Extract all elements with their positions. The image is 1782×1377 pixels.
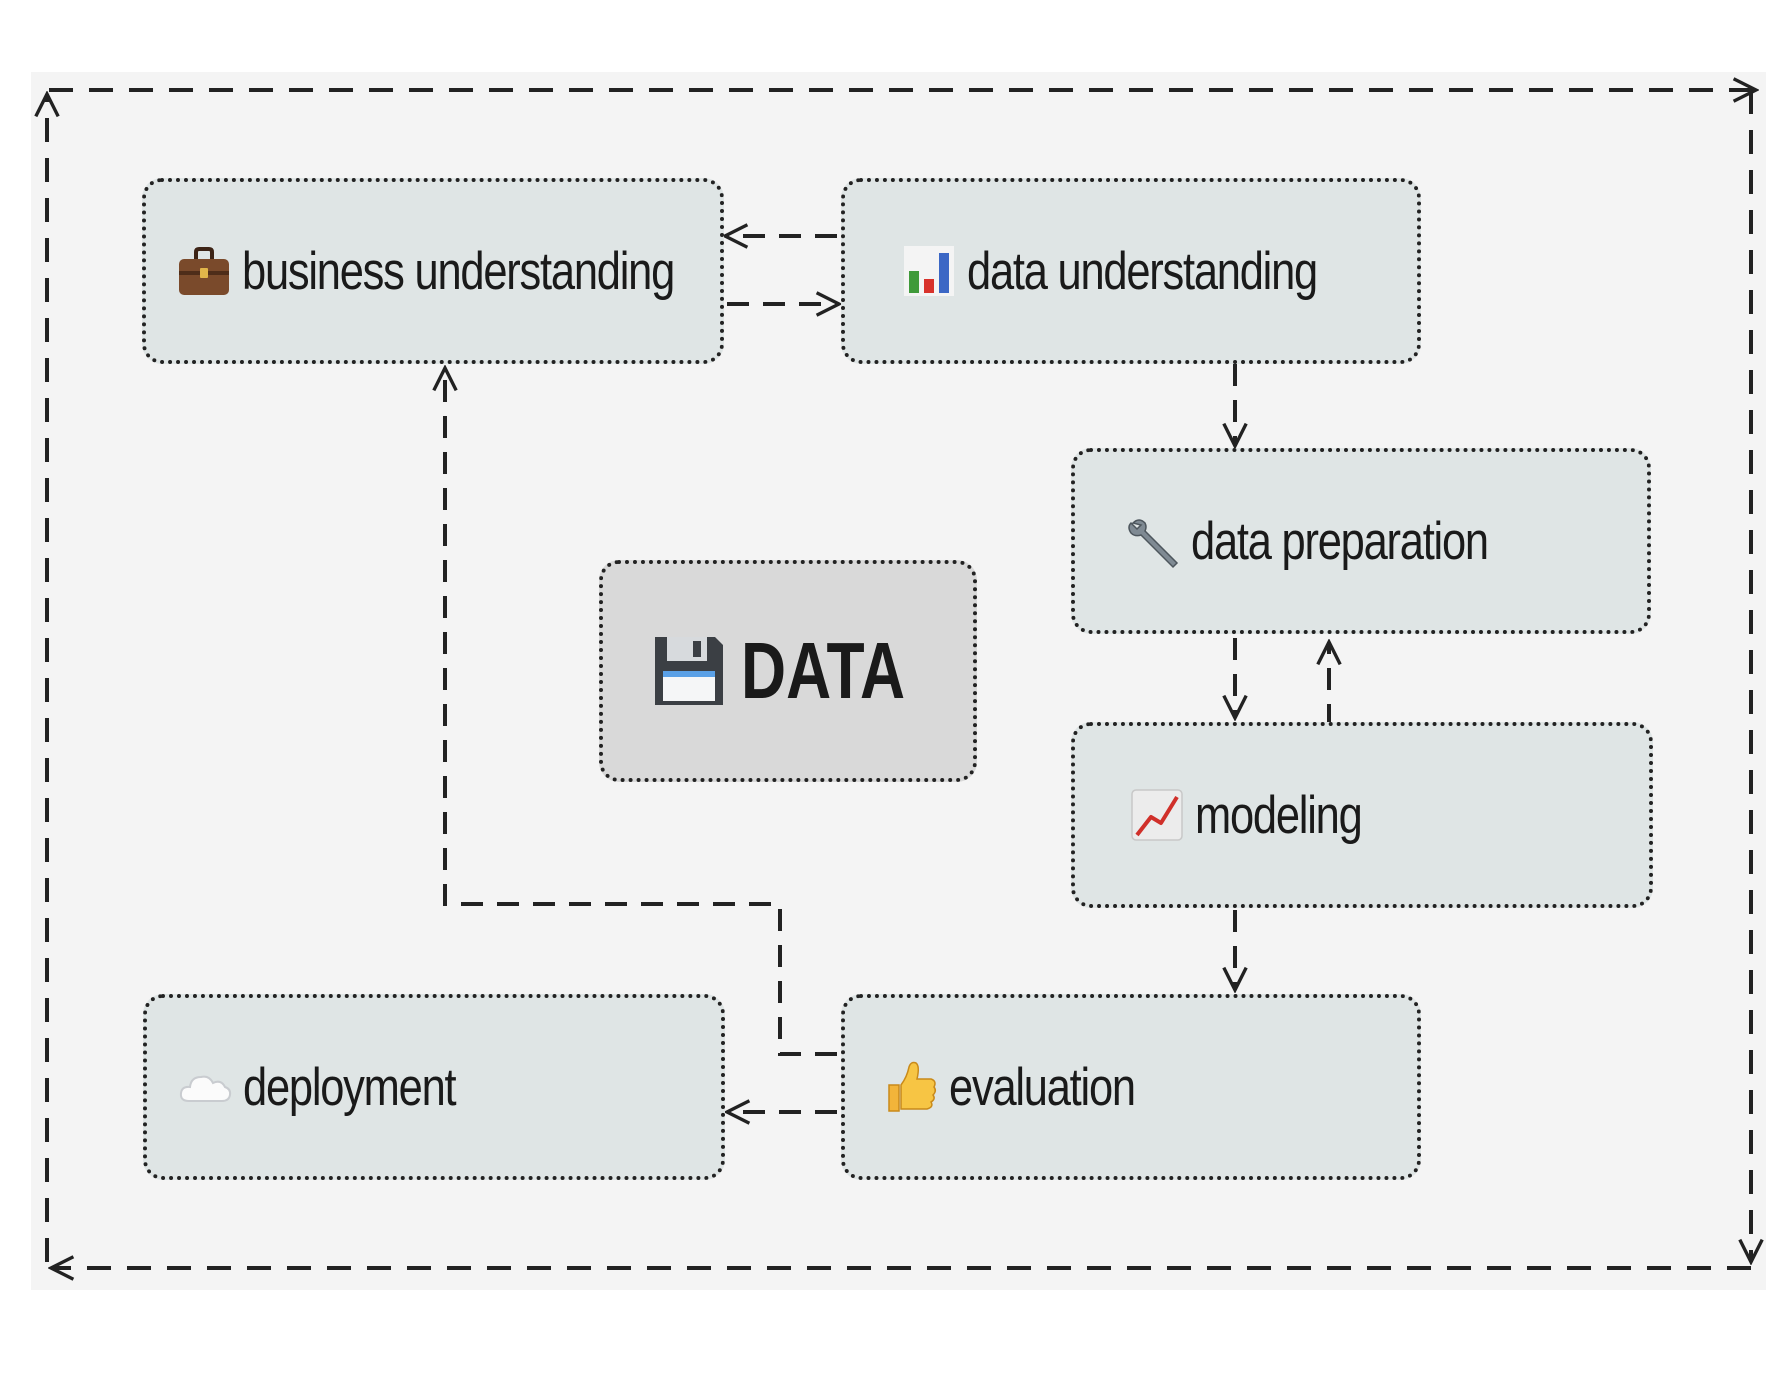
node-deployment[interactable]: deployment	[143, 994, 725, 1180]
node-label: deployment	[243, 1057, 457, 1117]
node-label: business understanding	[242, 241, 675, 301]
diagram-connectors	[31, 72, 1766, 1290]
node-label: data understanding	[967, 241, 1318, 301]
diagram-canvas: business understanding data understandin…	[31, 72, 1766, 1290]
briefcase-icon	[179, 247, 229, 295]
node-modeling[interactable]: modeling	[1071, 722, 1653, 908]
node-data[interactable]: DATA	[599, 560, 977, 782]
node-data-preparation[interactable]: data preparation	[1071, 448, 1651, 634]
cloud-icon	[179, 1075, 232, 1102]
floppy-disk-icon	[655, 637, 723, 705]
node-label: data preparation	[1191, 511, 1489, 571]
wrench-icon	[1128, 519, 1179, 569]
node-label: DATA	[741, 626, 906, 715]
thumbs-up-icon	[888, 1061, 937, 1112]
edge-eval-to-business	[445, 368, 837, 1056]
node-label: evaluation	[949, 1057, 1136, 1117]
node-evaluation[interactable]: evaluation	[841, 994, 1421, 1180]
node-business-understanding[interactable]: business understanding	[142, 178, 724, 364]
node-data-understanding[interactable]: data understanding	[841, 178, 1421, 364]
bar-chart-icon	[904, 246, 954, 296]
trend-chart-icon	[1131, 789, 1183, 841]
node-label: modeling	[1195, 785, 1363, 845]
